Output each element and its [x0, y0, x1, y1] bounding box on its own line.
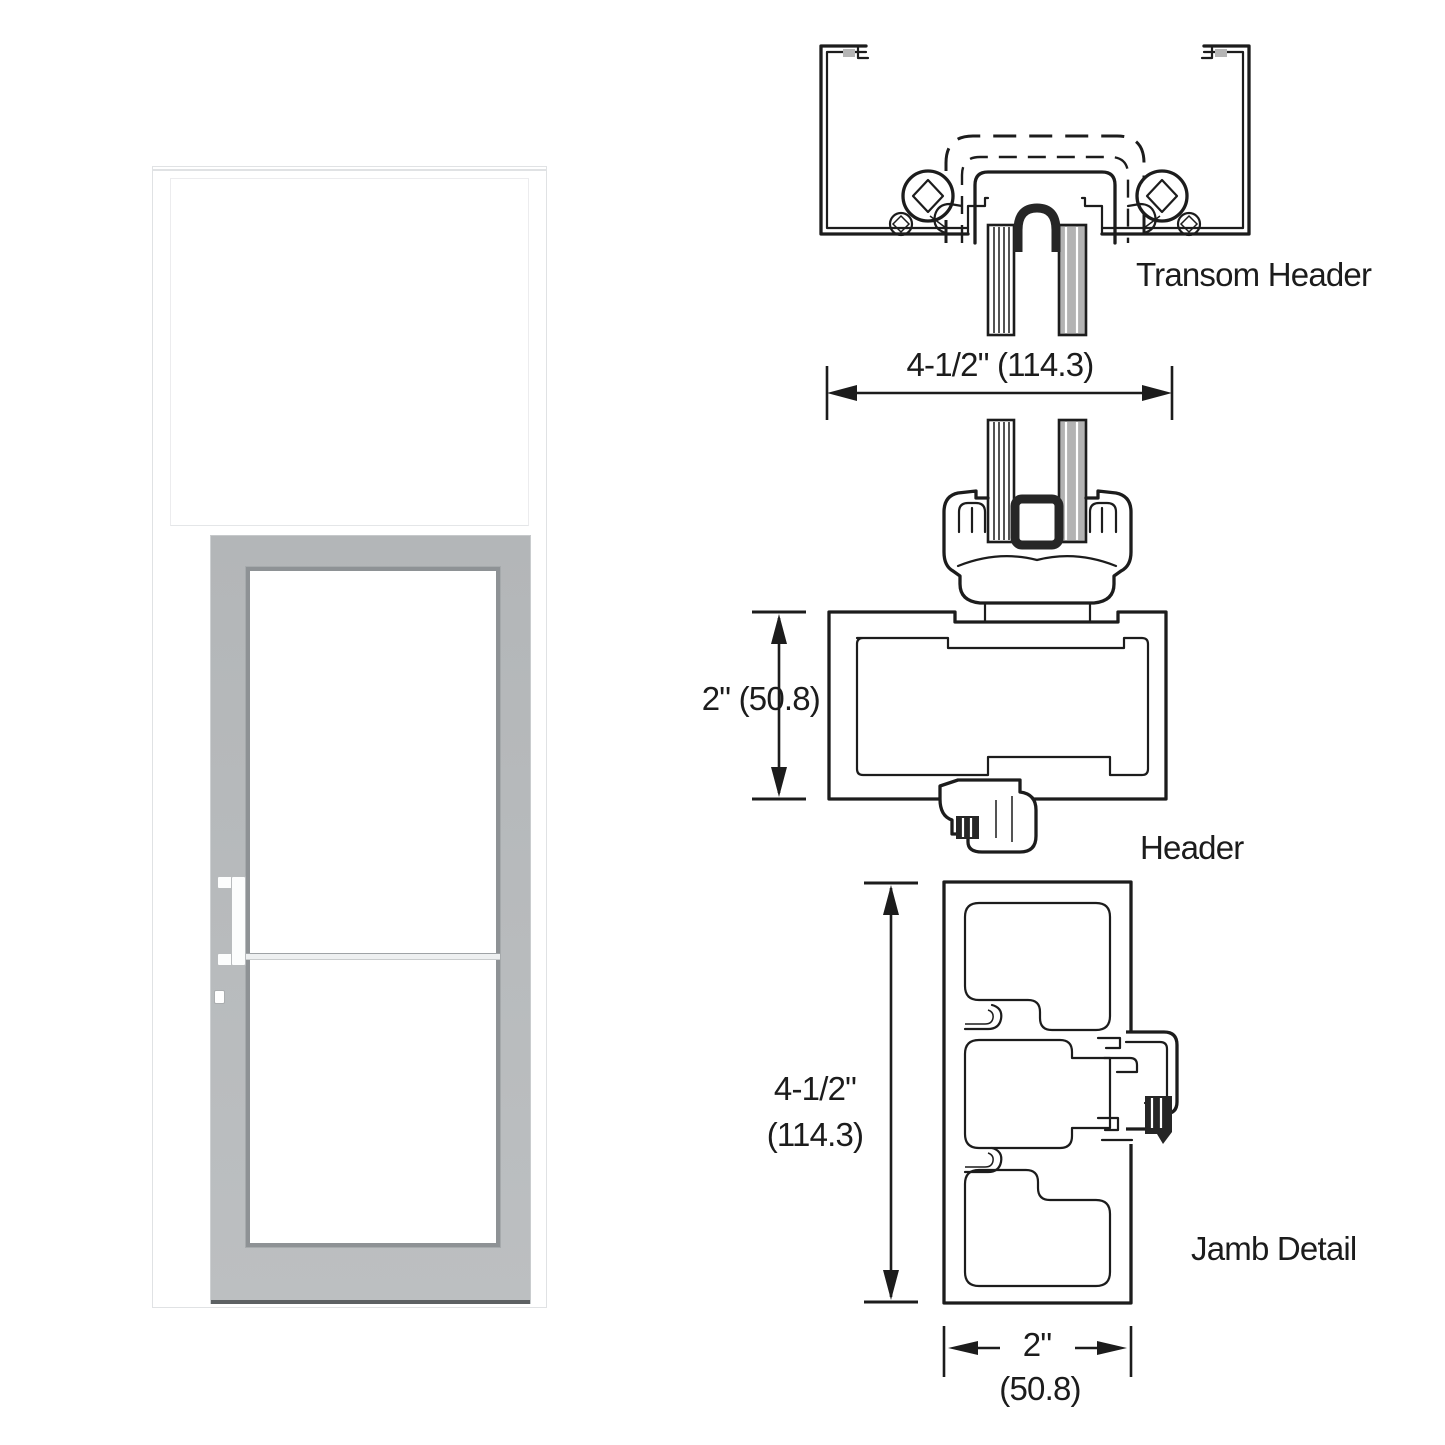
left-clip-hatch	[929, 215, 947, 229]
header-weatherseal	[956, 816, 979, 839]
jamb-chamber-top	[963, 901, 1112, 1032]
dim-arrow-up	[771, 614, 787, 644]
dim-jamb-width-inches: 2"	[1022, 1326, 1052, 1363]
header-glass-pane-left	[986, 418, 1016, 544]
jamb-section	[942, 880, 1179, 1305]
dim-arrow-left	[948, 1341, 978, 1355]
left-fastener-small	[888, 211, 914, 237]
transom-glass-hatch	[993, 227, 1010, 333]
left-fastener-diamond	[911, 178, 945, 214]
right-glass-stop	[1080, 196, 1104, 236]
right-lip-nub	[1215, 49, 1227, 57]
dim-arrow-up	[883, 885, 899, 915]
header-stop-lines	[995, 796, 1013, 842]
left-glazing-clip	[933, 202, 964, 235]
center-clip-arch	[973, 170, 1117, 245]
dim-arrow-right	[1142, 385, 1172, 401]
door-top-rail-profile	[942, 489, 1133, 605]
left-lip-nub	[843, 49, 855, 57]
header-tube-inner	[855, 636, 1150, 777]
transom-glass-pane-right	[1057, 223, 1088, 337]
frame-head-line	[153, 169, 546, 171]
rail-hook-left	[957, 501, 987, 534]
dim-jamb-height-mm: (114.3)	[766, 1115, 864, 1153]
dim-header-height-lines	[752, 610, 806, 801]
left-fastener-icon	[901, 169, 955, 223]
dim-ticks	[752, 610, 806, 801]
right-fastener-diamond	[1145, 178, 1179, 214]
transom-header-section	[819, 44, 1251, 337]
dim-header-width: 4-1/2" (114.3)	[906, 346, 1094, 383]
label-jamb-detail: Jamb Detail	[1191, 1230, 1357, 1267]
dim-arrow-down	[771, 767, 787, 797]
header-glass-highlight	[1064, 422, 1079, 540]
dim-jamb-width-mm: (50.8)	[999, 1370, 1081, 1407]
header-tube-outer	[827, 610, 1168, 801]
right-clip-hatch	[1143, 215, 1161, 229]
dim-jamb-width-lines	[942, 1326, 1133, 1377]
jamb-stop-clips-top	[1096, 1036, 1139, 1074]
door-leaf	[210, 535, 531, 1304]
header-stop-clip	[938, 778, 1038, 854]
rail-glazing-gasket	[1010, 494, 1064, 550]
door-bottom-edge	[211, 1300, 530, 1304]
dim-arrow-right	[1097, 1341, 1127, 1355]
dashed-break-metal-inner	[960, 155, 1130, 243]
transom-glass-highlight	[1064, 227, 1079, 333]
dim-arrow-left	[827, 385, 857, 401]
rail-inner-line	[956, 555, 1118, 568]
rail-feet	[983, 601, 1092, 624]
rail-hook-right	[1088, 501, 1118, 534]
header-glass-hatch	[993, 422, 1010, 540]
pull-handle-grip	[231, 876, 246, 966]
dim-jamb-height-lines	[864, 881, 918, 1304]
transom-glass-pane-left	[986, 223, 1016, 337]
dim-header-width-lines	[825, 366, 1174, 420]
right-fastener-small-diamond	[1179, 214, 1199, 234]
glass-mid-rail	[246, 953, 500, 960]
right-glazing-clip	[1126, 202, 1157, 235]
transom-glass	[170, 178, 529, 526]
jamb-outer	[942, 880, 1133, 1305]
jamb-stop-clips-bottom	[1096, 1116, 1134, 1142]
jamb-brush-seal-slits	[1150, 1098, 1163, 1128]
label-transom-header: Transom Header	[1136, 256, 1372, 293]
dim-extension-lines	[942, 1326, 1133, 1377]
lock-cylinder	[214, 990, 225, 1004]
jamb-hook-upper-inner	[965, 1009, 994, 1025]
dim-header-height: 2" (50.8)	[701, 680, 821, 717]
dim-arrow-down	[883, 1270, 899, 1300]
right-channel-outer	[1100, 44, 1251, 236]
glazing-gasket	[1013, 203, 1061, 252]
door-glass	[246, 567, 500, 1247]
header-weatherseal-slits	[961, 818, 973, 837]
right-fastener-icon	[1135, 169, 1189, 223]
jamb-chamber-bottom	[963, 1168, 1112, 1288]
door-frame-elevation	[152, 166, 547, 1308]
jamb-hook-lower-inner	[965, 1152, 994, 1168]
right-fastener-small	[1176, 211, 1202, 237]
jamb-brush-seal	[1145, 1096, 1172, 1144]
left-glass-stop	[966, 196, 990, 236]
dim-jamb-height-inches: 4-1/2"	[773, 1070, 857, 1107]
left-fastener-small-diamond	[891, 214, 911, 234]
jamb-hook-upper	[963, 1003, 1003, 1031]
label-header: Header	[1140, 829, 1244, 866]
left-channel-lip	[856, 44, 870, 60]
jamb-hook-lower	[963, 1146, 1003, 1174]
dim-ticks	[864, 881, 918, 1304]
dashed-break-metal	[944, 134, 1146, 243]
header-section	[827, 418, 1168, 854]
jamb-chamber-middle	[963, 1038, 1112, 1150]
dim-jamb-height: 4-1/2" (114.3)	[725, 1066, 905, 1157]
right-channel-lip	[1200, 44, 1214, 60]
